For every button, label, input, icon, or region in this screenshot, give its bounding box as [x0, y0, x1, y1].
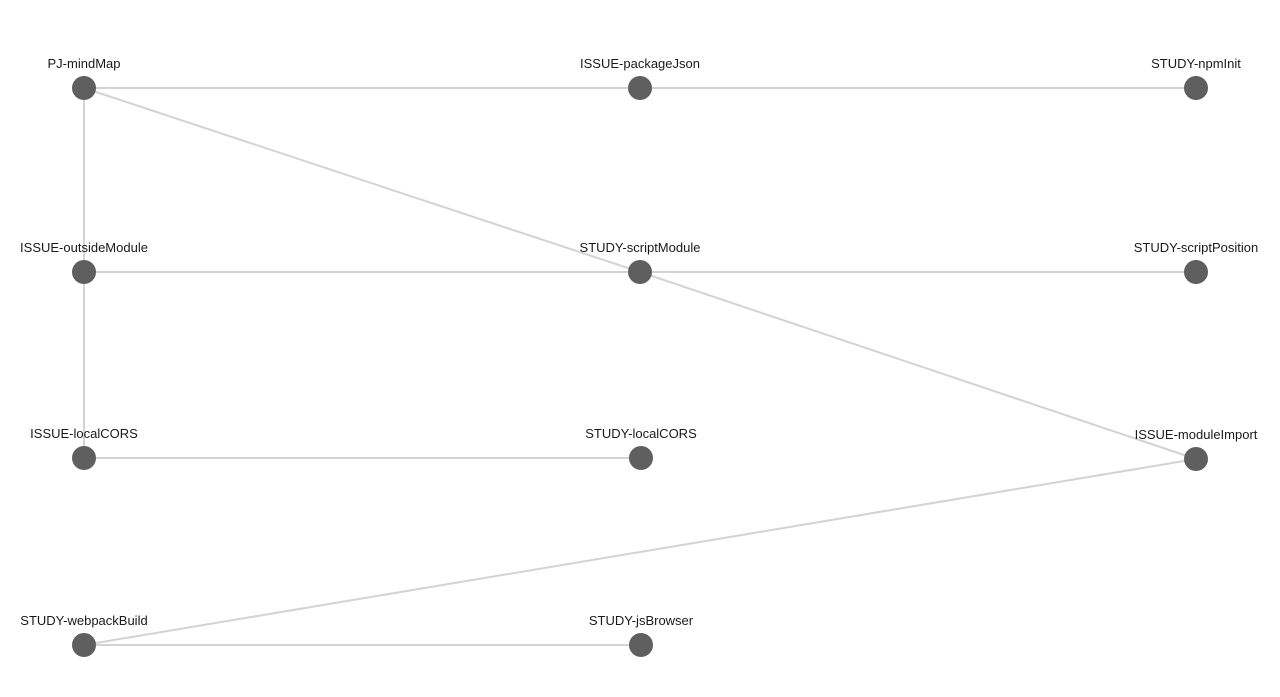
graph-node[interactable]: ISSUE-moduleImport — [1135, 427, 1258, 471]
graph-edge — [83, 458, 1197, 646]
graph-node[interactable]: STUDY-jsBrowser — [589, 613, 694, 657]
graph-node[interactable]: STUDY-scriptPosition — [1134, 240, 1259, 284]
graph-node-label: ISSUE-localCORS — [30, 426, 138, 441]
graph-node[interactable]: PJ-mindMap — [48, 56, 121, 100]
graph-node-circle[interactable] — [1184, 76, 1208, 100]
graph-node-circle[interactable] — [72, 633, 96, 657]
graph-node-circle[interactable] — [629, 446, 653, 470]
graph-node-label: ISSUE-outsideModule — [20, 240, 148, 255]
graph-node-label: STUDY-jsBrowser — [589, 613, 694, 628]
graph-node-label: STUDY-localCORS — [585, 426, 697, 441]
graph-node[interactable]: STUDY-localCORS — [585, 426, 697, 470]
graph-node-circle[interactable] — [629, 633, 653, 657]
graph-node-label: STUDY-scriptPosition — [1134, 240, 1259, 255]
graph-edge — [639, 271, 1197, 460]
graph-node-circle[interactable] — [72, 260, 96, 284]
graph-node[interactable]: ISSUE-localCORS — [30, 426, 138, 470]
graph-node-circle[interactable] — [1184, 447, 1208, 471]
graph-node-circle[interactable] — [1184, 260, 1208, 284]
graph-node-label: ISSUE-packageJson — [580, 56, 700, 71]
graph-node-label: STUDY-scriptModule — [580, 240, 701, 255]
graph-node[interactable]: ISSUE-packageJson — [580, 56, 700, 100]
graph-node[interactable]: STUDY-webpackBuild — [20, 613, 148, 657]
graph-edge — [83, 87, 641, 273]
graph-node-circle[interactable] — [72, 446, 96, 470]
graph-node[interactable]: STUDY-scriptModule — [580, 240, 701, 284]
graph-node-circle[interactable] — [628, 76, 652, 100]
graph-node-label: PJ-mindMap — [48, 56, 121, 71]
graph-node-circle[interactable] — [72, 76, 96, 100]
graph-node-label: STUDY-webpackBuild — [20, 613, 147, 628]
graph-node-label: ISSUE-moduleImport — [1135, 427, 1258, 442]
graph-node[interactable]: STUDY-npmInit — [1151, 56, 1241, 100]
graph-node-label: STUDY-npmInit — [1151, 56, 1241, 71]
graph-node-circle[interactable] — [628, 260, 652, 284]
node-layer: PJ-mindMap ISSUE-packageJson STUDY-npmInit… — [20, 56, 1258, 657]
graph-node[interactable]: ISSUE-outsideModule — [20, 240, 148, 284]
edge-layer — [83, 87, 1197, 646]
